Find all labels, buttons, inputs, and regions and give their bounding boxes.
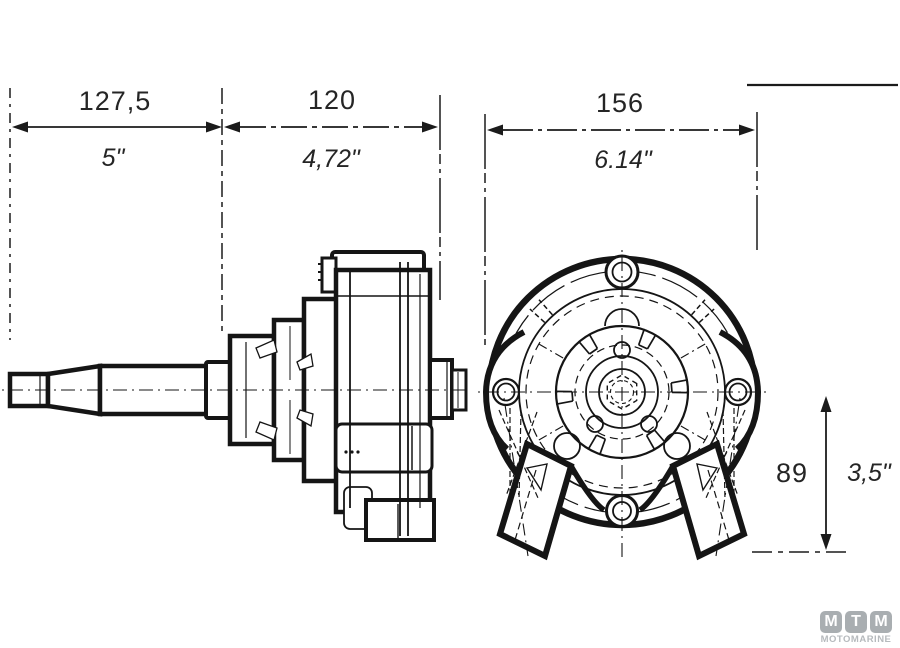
logo-tile-m2: M [870,611,892,633]
arrowhead-left [487,124,503,136]
output-boss [428,358,454,420]
dimension-mount-height [752,396,848,553]
dim-housing-depth-inch: 4,72" [302,145,361,173]
arrowhead-right [739,124,755,136]
lower-left-arch-boss [553,432,581,460]
hub-hole-right [640,415,658,433]
hub-hole-left [586,415,604,433]
dim-housing-width-mm: 156 [596,88,644,118]
mtm-logo: M T M MOTOMARINE [816,611,896,645]
dimension-housing-depth [224,95,441,300]
side-view-drawing [2,250,468,542]
arrowhead-right [206,121,222,133]
arrowhead-right [422,121,438,133]
dim-mount-height-inch: 3,5" [847,459,892,487]
dim-mount-height-mm: 89 [776,458,808,488]
dimension-housing-width [484,83,898,345]
dim-shaft-length-mm: 127,5 [79,86,152,116]
arrowhead-up [820,396,832,412]
dim-housing-width-inch: 6.14" [594,146,653,174]
lower-right-arch-boss [663,432,691,460]
dimension-shaft-length [9,88,223,340]
arrowhead-down [820,534,832,550]
right-web-lattice [705,408,746,502]
dim-housing-depth-mm: 120 [308,85,356,115]
arrowhead-left [12,121,28,133]
right-leg [669,439,748,561]
arrowhead-left [224,121,240,133]
front-view-drawing [478,250,768,561]
left-web-lattice [498,408,539,502]
mtm-logo-tiles: M T M [816,611,896,633]
shaft-hex [606,374,638,410]
left-leg [496,439,575,561]
logo-wordmark: MOTOMARINE [820,634,892,645]
dim-shaft-length-inch: 5" [102,144,126,172]
logo-tile-t: T [845,611,867,633]
logo-tile-m1: M [820,611,842,633]
